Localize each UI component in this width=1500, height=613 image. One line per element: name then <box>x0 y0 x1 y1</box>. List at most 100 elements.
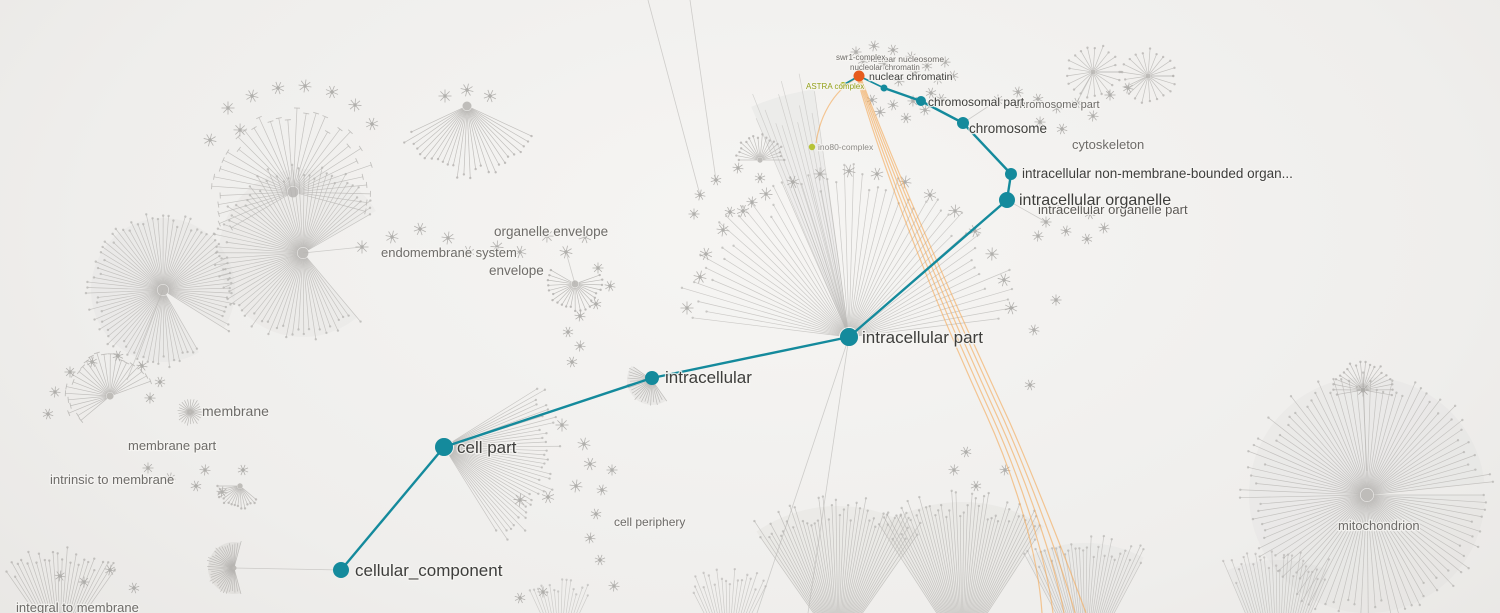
mini-term-node[interactable] <box>588 536 592 540</box>
go-term-node-chromosomal-part[interactable] <box>916 96 926 106</box>
go-term-node-intracellular-part[interactable] <box>840 328 858 346</box>
mini-term-node[interactable] <box>1036 234 1040 238</box>
mini-term-node[interactable] <box>303 84 307 88</box>
mini-term-node[interactable] <box>594 302 598 306</box>
mini-term-node[interactable] <box>545 234 549 238</box>
mini-term-node[interactable] <box>973 229 977 233</box>
mini-term-node[interactable] <box>897 79 901 83</box>
mini-term-node[interactable] <box>1002 278 1006 282</box>
mini-term-node[interactable] <box>951 74 955 78</box>
mini-term-node[interactable] <box>872 44 876 48</box>
mini-term-node[interactable] <box>250 94 254 98</box>
go-term-node-cell-part[interactable] <box>435 438 453 456</box>
mini-term-node[interactable] <box>158 380 162 384</box>
mini-term-node[interactable] <box>891 48 895 52</box>
cluster-hub-node[interactable] <box>462 101 472 111</box>
mini-term-node[interactable] <box>594 512 598 516</box>
cluster-hub-node[interactable] <box>1360 488 1374 502</box>
mini-term-node[interactable] <box>928 193 932 197</box>
mini-term-node[interactable] <box>443 94 447 98</box>
go-term-node-chromosome[interactable] <box>957 117 969 129</box>
mini-term-node[interactable] <box>330 90 334 94</box>
mini-term-node[interactable] <box>68 370 72 374</box>
mini-term-node[interactable] <box>1038 120 1042 124</box>
mini-term-node[interactable] <box>570 360 574 364</box>
mini-term-node[interactable] <box>582 442 586 446</box>
mini-term-node[interactable] <box>541 590 545 594</box>
mini-term-node[interactable] <box>929 91 933 95</box>
mini-term-node[interactable] <box>704 252 708 256</box>
mini-term-node[interactable] <box>194 484 198 488</box>
mini-term-node[interactable] <box>923 108 927 112</box>
mini-term-node[interactable] <box>518 596 522 600</box>
mini-term-node[interactable] <box>1085 237 1089 241</box>
go-term-node-chromatin[interactable] <box>880 84 888 92</box>
mini-term-node[interactable] <box>913 71 917 75</box>
cluster-hub-node[interactable] <box>237 483 243 489</box>
mini-term-node[interactable] <box>698 275 702 279</box>
mini-term-node[interactable] <box>518 498 522 502</box>
mini-term-node[interactable] <box>1060 127 1064 131</box>
mini-term-node[interactable] <box>1091 114 1095 118</box>
mini-term-node[interactable] <box>925 64 929 68</box>
mini-term-node[interactable] <box>446 236 450 240</box>
mini-term-node[interactable] <box>818 172 822 176</box>
mini-term-node[interactable] <box>943 60 947 64</box>
mini-term-node[interactable] <box>241 468 245 472</box>
mini-term-node[interactable] <box>964 450 968 454</box>
mini-term-node[interactable] <box>578 344 582 348</box>
mini-term-node[interactable] <box>1003 468 1007 472</box>
mini-term-node[interactable] <box>58 574 62 578</box>
mini-term-node[interactable] <box>208 138 212 142</box>
mini-term-node[interactable] <box>939 97 943 101</box>
mini-term-node[interactable] <box>750 200 754 204</box>
mini-term-node[interactable] <box>466 250 470 254</box>
mini-term-node[interactable] <box>596 266 600 270</box>
go-term-node-cellular_component[interactable] <box>333 562 349 578</box>
cluster-hub-node[interactable] <box>106 392 114 400</box>
mini-term-node[interactable] <box>870 98 874 102</box>
mini-term-node[interactable] <box>1088 212 1092 216</box>
mini-term-node[interactable] <box>238 128 242 132</box>
mini-term-node[interactable] <box>203 468 207 472</box>
mini-term-node[interactable] <box>974 484 978 488</box>
mini-term-node[interactable] <box>612 584 616 588</box>
mini-term-node[interactable] <box>878 110 882 114</box>
mini-term-node[interactable] <box>847 169 851 173</box>
mini-term-node[interactable] <box>560 423 564 427</box>
mini-term-node[interactable] <box>495 245 499 249</box>
cluster-hub-node[interactable] <box>757 157 763 163</box>
mini-term-node[interactable] <box>861 59 865 63</box>
selected-term-node[interactable] <box>853 70 865 82</box>
mini-term-node[interactable] <box>566 330 570 334</box>
mini-term-node[interactable] <box>1058 208 1062 212</box>
cluster-hub-node[interactable] <box>187 409 193 415</box>
mini-term-node[interactable] <box>854 50 858 54</box>
mini-term-node[interactable] <box>46 412 50 416</box>
mini-term-node[interactable] <box>488 94 492 98</box>
mini-term-node[interactable] <box>909 55 913 59</box>
mini-term-node[interactable] <box>465 88 469 92</box>
mini-term-node[interactable] <box>578 314 582 318</box>
mini-term-node[interactable] <box>226 106 230 110</box>
mini-term-node[interactable] <box>546 495 550 499</box>
mini-term-node[interactable] <box>608 284 612 288</box>
mini-term-node[interactable] <box>132 586 136 590</box>
mini-term-node[interactable] <box>1055 106 1059 110</box>
mini-term-node[interactable] <box>276 86 280 90</box>
mini-term-node[interactable] <box>518 250 522 254</box>
mini-term-node[interactable] <box>588 462 592 466</box>
go-term-node-intracellular[interactable] <box>645 371 659 385</box>
mini-term-node[interactable] <box>1064 229 1068 233</box>
mini-term-node[interactable] <box>390 235 394 239</box>
mini-term-node[interactable] <box>685 306 689 310</box>
mini-term-node[interactable] <box>82 580 86 584</box>
mini-term-node[interactable] <box>1016 90 1020 94</box>
mini-term-node[interactable] <box>353 103 357 107</box>
mini-term-node[interactable] <box>758 176 762 180</box>
mini-term-node[interactable] <box>736 166 740 170</box>
mini-term-node[interactable] <box>1126 86 1130 90</box>
mini-term-node[interactable] <box>583 235 587 239</box>
